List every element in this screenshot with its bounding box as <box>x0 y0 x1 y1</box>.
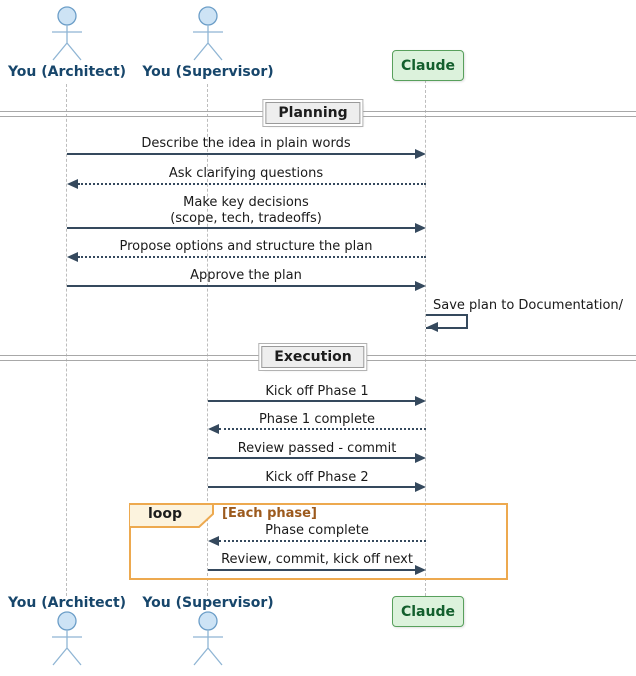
loop-keyword-label: loop <box>148 506 183 522</box>
arrowhead-left-icon <box>208 424 219 434</box>
arrowhead-right-icon <box>415 396 426 406</box>
divider-planning-label: Planning <box>265 102 361 124</box>
message-arrow <box>208 486 416 488</box>
message-label: Propose options and structure the plan <box>119 239 373 254</box>
arrowhead-right-icon <box>415 565 426 575</box>
actor-figure-architect-bottom <box>52 611 82 666</box>
actor-figure-supervisor-bottom <box>193 611 223 666</box>
message-label: Kick off Phase 1 <box>265 384 369 399</box>
message-label: Make key decisions (scope, tech, tradeof… <box>170 195 322 226</box>
arrowhead-left-icon <box>208 536 219 546</box>
arrowhead-left-icon <box>67 252 78 262</box>
message-arrow <box>78 183 426 185</box>
arrowhead-left-icon <box>427 322 438 332</box>
message-arrow <box>208 400 416 402</box>
message-arrow <box>208 457 416 459</box>
divider-execution-label: Execution <box>261 346 365 368</box>
actor-label-architect-top: You (Architect) <box>7 64 127 80</box>
arrowhead-right-icon <box>415 223 426 233</box>
message-label: Approve the plan <box>190 268 302 283</box>
message-arrow <box>78 256 426 258</box>
message-label: Describe the idea in plain words <box>141 136 351 151</box>
message-arrow <box>67 227 416 229</box>
message-label: Phase 1 complete <box>258 412 376 427</box>
lifeline-supervisor <box>207 84 208 596</box>
message-arrow <box>219 428 426 430</box>
self-message-arrow <box>426 314 468 329</box>
message-arrow <box>67 285 416 287</box>
lifeline-architect <box>66 84 67 596</box>
actor-label-supervisor-top: You (Supervisor) <box>142 64 274 80</box>
arrowhead-right-icon <box>415 482 426 492</box>
message-arrow <box>67 153 416 155</box>
arrowhead-right-icon <box>415 149 426 159</box>
actor-figure-architect-top <box>52 6 82 61</box>
message-label: Kick off Phase 2 <box>265 470 369 485</box>
message-arrow <box>219 540 426 542</box>
actor-label-architect-bottom: You (Architect) <box>7 595 127 611</box>
arrowhead-right-icon <box>415 281 426 291</box>
actor-figure-supervisor-top <box>193 6 223 61</box>
arrowhead-right-icon <box>415 453 426 463</box>
loop-condition-label: [Each phase] <box>222 506 317 521</box>
lifeline-claude <box>425 80 426 596</box>
self-message-label: Save plan to Documentation/ <box>433 298 624 313</box>
message-label: Phase complete <box>265 523 369 538</box>
arrowhead-left-icon <box>67 179 78 189</box>
message-label: Review passed - commit <box>237 441 397 456</box>
message-label: Review, commit, kick off next <box>221 552 413 567</box>
message-arrow <box>208 569 416 571</box>
participant-claude-bottom: Claude <box>392 596 464 627</box>
message-label: Ask clarifying questions <box>168 166 324 181</box>
actor-label-supervisor-bottom: You (Supervisor) <box>142 595 274 611</box>
loop-tab <box>129 503 214 528</box>
loop-frame <box>129 503 508 580</box>
participant-claude-top: Claude <box>392 50 464 81</box>
